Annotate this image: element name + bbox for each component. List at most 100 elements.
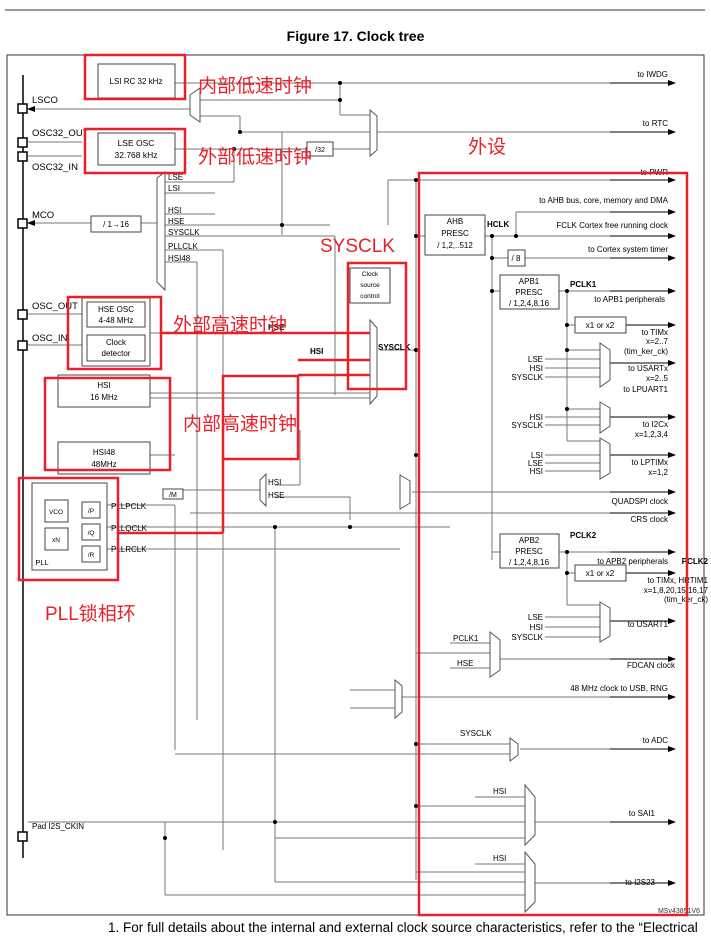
pin-label-osc32-out: OSC32_OUT (32, 128, 89, 139)
annot-box-sysclk (346, 261, 408, 391)
annot-box-pll (17, 476, 120, 582)
fdcan-mux (489, 630, 501, 678)
pllrclk-signal: PLLRCLK (111, 545, 147, 554)
out-fdcan: FDCAN clock (627, 661, 676, 670)
lptim-in-lse: LSE (528, 459, 543, 468)
junction-dots (163, 81, 569, 840)
lsi-label: LSI RC 32 kHz (110, 77, 163, 86)
rtc-div32 (306, 141, 334, 157)
rtc-mux (369, 108, 378, 158)
mco-div-label: / 1→16 (103, 220, 129, 229)
out-sai1: to SAI1 (629, 809, 656, 818)
div8-block (507, 249, 526, 267)
annot-peripherals: 外设 (468, 136, 506, 158)
pll-src-hsi: HSI (268, 478, 281, 487)
i2s-in-hsi: HSI (493, 854, 506, 863)
clock-source-control (349, 267, 391, 304)
out-ahb: to AHB bus, core, memory and DMA (539, 196, 669, 205)
annot-hse: 外部高速时钟 (173, 314, 287, 336)
hsi-label-2: 16 MHz (90, 393, 118, 402)
apb2-label-2: PRESC (515, 547, 543, 556)
clock-detector-block (86, 334, 146, 362)
out-iwdg: to IWDG (637, 70, 668, 79)
usartx-in-lse: LSE (528, 355, 543, 364)
red-annotation-labels: 内部低速时钟 外部低速时钟 外设 SYSCLK 外部高速时钟 内部高速时钟 PL… (45, 75, 506, 625)
usart1-in-lse: LSE (528, 613, 543, 622)
mco-in-pllclk: PLLCLK (168, 242, 198, 251)
pll-src-mux (259, 472, 267, 508)
diagram-frame (6, 54, 705, 916)
pllqclk-signal: PLLQCLK (111, 524, 148, 533)
lptim-in-hsi: HSI (530, 467, 543, 476)
out-usartx-3: to LPUART1 (623, 385, 668, 394)
pll-m-div (162, 488, 184, 500)
x1x2-apb1 (574, 316, 627, 334)
clock-detector-label-2: detector (102, 349, 131, 358)
mco-in-lse: LSE (168, 173, 183, 182)
pll-p-label: /P (88, 508, 94, 515)
mco-mux (156, 171, 166, 292)
mco-in-hsi48: HSI48 (168, 254, 191, 263)
pin-mco (17, 218, 28, 229)
i2c-in-sysclk: SYSCLK (511, 421, 543, 430)
ahb-label-3: / 1,2,..512 (437, 241, 473, 250)
mco-in-sysclk: SYSCLK (168, 228, 200, 237)
annot-pll: PLL锁相环 (45, 603, 136, 625)
pin-i2s-ckin (17, 831, 28, 842)
lsco-mux (189, 87, 201, 123)
hsi-block (57, 374, 151, 408)
csc-label-2: source (360, 282, 380, 289)
pll-xn-label: xN (52, 537, 60, 544)
usart1-mux (599, 601, 611, 643)
apb2-label-3: / 1,2,4,8,16 (509, 558, 550, 567)
pll-vco-label: VCO (49, 509, 63, 516)
lptim-mux (599, 437, 611, 480)
pclk1-signal: PCLK1 (570, 280, 597, 289)
csc-label-1: Clock (362, 271, 379, 278)
out-systimer: to Cortex system timer (588, 245, 668, 254)
fdcan-in-hse: HSE (457, 659, 473, 668)
out-timx1-2: x=2..7 (646, 337, 669, 346)
mco-div (90, 215, 142, 233)
fdcan-in-pclk1: PCLK1 (453, 634, 479, 643)
hsi48-block (57, 441, 151, 475)
ahb-label-1: AHB (447, 217, 463, 226)
usartx-mux (599, 342, 611, 388)
pll-p (81, 501, 101, 519)
out-fclk: FCLK Cortex free running clock (556, 221, 669, 230)
pin-label-osc32-in: OSC32_IN (32, 162, 78, 173)
lse-label-2: 32.768 kHz (115, 150, 158, 160)
i2c-mux (599, 401, 611, 434)
sai-mux (524, 783, 536, 847)
hsi-signal: HSI (310, 347, 323, 356)
x1x2-apb2-label: x1 or x2 (586, 569, 615, 578)
block-labels: LSI RC 32 kHz LSE OSC 32.768 kHz HSE OSC… (35, 77, 614, 578)
usart1-in-sysclk: SYSCLK (511, 633, 543, 642)
annot-box-lsi (83, 53, 187, 101)
signal-labels: LSE LSI HSI HSE SYSCLK PLLCLK HSI48 HSE … (111, 173, 597, 863)
annot-box-hsi (43, 376, 172, 472)
csc-label-3: control (360, 293, 380, 300)
out-i2cx-1: to I2Cx (643, 420, 668, 429)
out-apb1: to APB1 peripherals (594, 295, 665, 304)
annot-lsi: 内部低速时钟 (198, 75, 312, 97)
hse-label-2: 4-48 MHz (99, 316, 134, 325)
pll-vco (44, 499, 69, 523)
output-arrows (610, 80, 676, 886)
out-usartx-1: to USARTx (628, 364, 668, 373)
annot-hsi: 内部高速时钟 (183, 413, 297, 435)
x1x2-apb2 (574, 564, 627, 582)
blocks (31, 63, 627, 582)
adc-in-sysclk: SYSCLK (460, 729, 492, 738)
figure-ref-code: MSv43851V6 (658, 908, 700, 915)
muxes (156, 87, 611, 914)
pll-r-label: /R (88, 552, 95, 559)
out-apb2-bold: PCLK2 (682, 557, 709, 566)
annot-box-hsi-route (221, 374, 300, 461)
out-timx2-2: x=1,8,20,15,16,17 (644, 586, 709, 595)
pll-q-label: /Q (88, 530, 95, 537)
pin-label-osc-in: OSC_IN (32, 333, 68, 344)
adc-mux (509, 737, 519, 762)
out-timx2-1: to TIMx, HRTIM1 (647, 576, 708, 585)
